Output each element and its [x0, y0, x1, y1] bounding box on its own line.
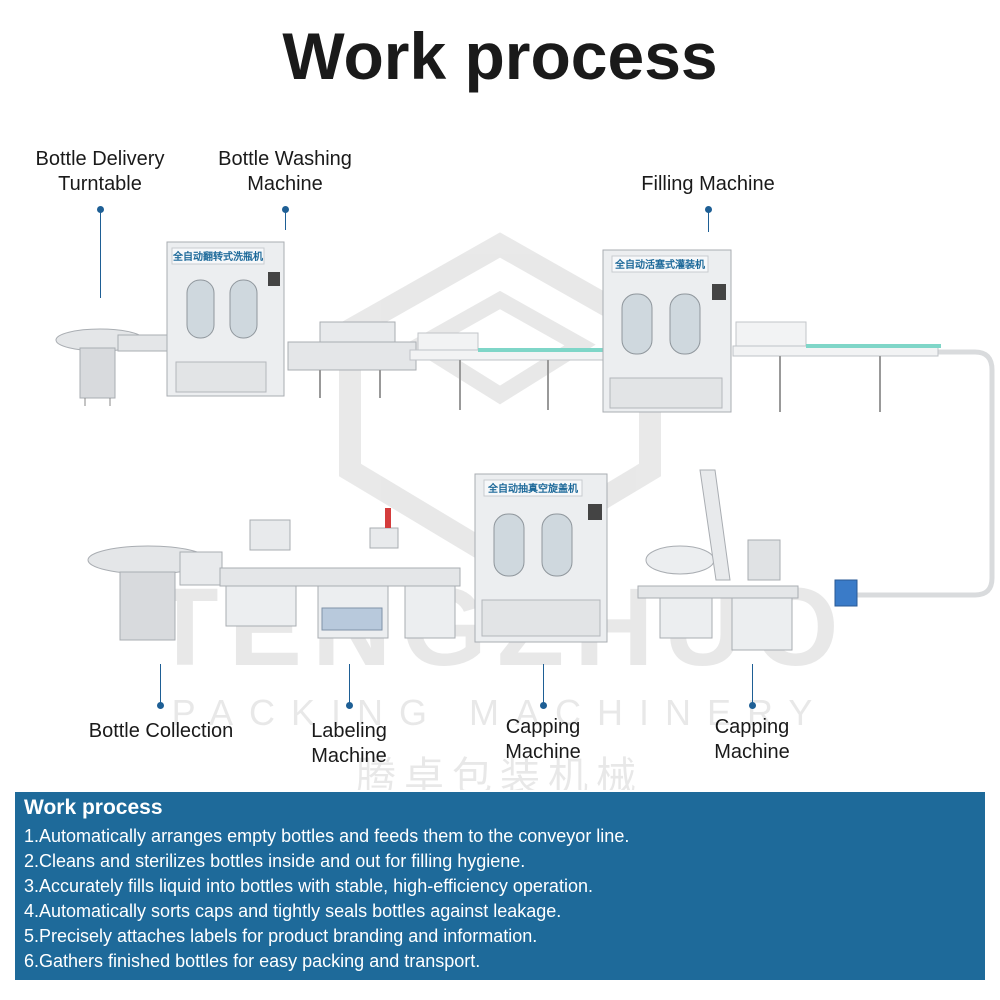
production-line-illustration: TENGZHUO PACKING MACHINERY 腾卓包装机械 全自动翻转式… [55, 232, 995, 790]
panel-title: Work process [24, 796, 163, 819]
return-conveyor-outline [845, 349, 995, 598]
pin-line-capping-1 [543, 664, 544, 706]
bottle-delivery-turntable-machine [55, 328, 171, 406]
watermark-subtitle: PACKING MACHINERY [172, 692, 829, 733]
label-filling-machine: Filling Machine [641, 173, 775, 195]
pin-dot-capping-1 [540, 702, 547, 709]
pin-dot-filling [705, 206, 712, 213]
pin-line-labeling [349, 664, 350, 706]
pin-dot-capping-2 [749, 702, 756, 709]
watermark-chinese: 腾卓包装机械 [356, 754, 644, 790]
labeling-machine-unit [219, 508, 461, 639]
label-capping-machine-2: Capping Machine [714, 716, 790, 763]
label-bottle-collection: Bottle Collection [88, 720, 234, 742]
pin-dot-collection [157, 702, 164, 709]
process-step: 1.Automatically arranges empty bottles a… [24, 826, 630, 846]
pin-dot-labeling [346, 702, 353, 709]
pin-line-washing [285, 210, 286, 230]
filling-machine-unit: 全自动活塞式灌装机 [602, 249, 732, 413]
process-step: 2.Cleans and sterilizes bottles inside a… [24, 851, 526, 871]
page-title: Work process [282, 19, 718, 93]
pin-line-filling [708, 210, 709, 232]
label-bottle-delivery-turntable: Bottle Delivery Turntable [35, 148, 165, 195]
conveyor-top-left [409, 332, 606, 410]
pin-dot-delivery [97, 206, 104, 213]
label-bottle-washing-machine: Bottle Washing Machine [218, 148, 352, 195]
label-capping-machine-1: Capping Machine [505, 716, 581, 763]
bottle-washing-machine-unit: 全自动翻转式洗瓶机 [166, 241, 417, 398]
process-step-list: 1.Automatically arranges empty bottles a… [24, 824, 629, 974]
bottle-collection-turntable-machine [87, 545, 223, 641]
washing-machine-sign: 全自动翻转式洗瓶机 [172, 250, 263, 263]
label-labeling-machine: Labeling Machine [311, 720, 387, 767]
pin-line-capping-2 [752, 664, 753, 706]
pin-line-collection [160, 664, 161, 706]
capping-machine-sign: 全自动抽真空旋盖机 [487, 482, 578, 495]
conveyor-top-right [732, 321, 941, 412]
process-step: 5.Precisely attaches labels for product … [24, 926, 538, 946]
process-step: 4.Automatically sorts caps and tightly s… [24, 901, 562, 921]
pin-line-delivery [100, 210, 101, 298]
process-step: 6.Gathers finished bottles for easy pack… [24, 951, 481, 971]
filling-machine-sign: 全自动活塞式灌装机 [614, 258, 705, 271]
capping-machine-2-unit [637, 469, 858, 651]
pin-dot-washing [282, 206, 289, 213]
capping-machine-1-unit: 全自动抽真空旋盖机 [474, 473, 608, 643]
process-description-panel: Work process 1.Automatically arranges em… [15, 792, 985, 980]
process-step: 3.Accurately fills liquid into bottles w… [24, 876, 593, 896]
